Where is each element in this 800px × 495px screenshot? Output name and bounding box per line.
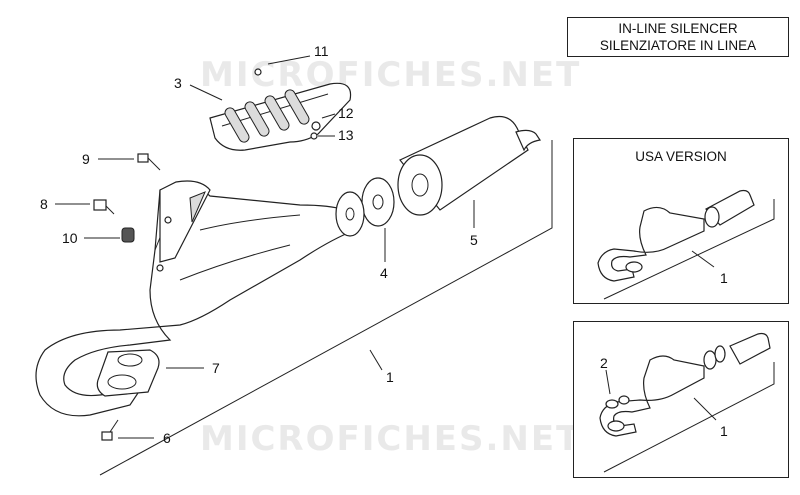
callout-9: 9 — [82, 151, 90, 167]
inset-usa-title: USA VERSION — [635, 149, 727, 164]
flange-gasket-7 — [96, 349, 160, 397]
inset-alt-callout-2: 2 — [600, 355, 608, 371]
inset-usa-svg: 1 — [597, 189, 775, 300]
watermark-top: MICROFICHES.NET — [200, 55, 581, 95]
leader-3 — [189, 84, 223, 101]
callout-12: 12 — [338, 105, 354, 121]
silencer-5 — [397, 115, 542, 216]
callout-6: 6 — [163, 430, 171, 446]
assembly-frame-line — [99, 140, 553, 476]
inset-usa-pipe — [597, 206, 705, 282]
callout-4: 4 — [380, 265, 388, 281]
exhaust-pipe — [35, 180, 356, 417]
inset-alt-silencer — [729, 332, 771, 365]
bolt-8 — [93, 199, 115, 215]
bolt-9 — [137, 153, 161, 171]
inset-usa-callout-1: 1 — [720, 270, 728, 286]
watermark-bottom: MICROFICHES.NET — [200, 419, 581, 459]
inset-alt-frame-line — [603, 362, 775, 473]
callout-8: 8 — [40, 196, 48, 212]
callout-3: 3 — [174, 75, 182, 91]
callout-1: 1 — [386, 369, 394, 385]
callout-11: 11 — [314, 43, 329, 59]
screw-11 — [254, 68, 262, 76]
inset-alt-pipe — [599, 355, 705, 437]
inset-alternate-version: 2 1 — [573, 321, 789, 478]
screw-12 — [311, 121, 321, 131]
washer-13 — [310, 132, 318, 140]
inset-usa-version: USA VERSION 1 — [573, 138, 789, 304]
inset-alt-svg: 2 1 — [599, 332, 775, 473]
callout-10: 10 — [62, 230, 78, 246]
bolt-6 — [101, 419, 119, 441]
leader-11 — [267, 55, 311, 65]
diagram-title-box: IN-LINE SILENCER SILENZIATORE IN LINEA — [567, 17, 789, 57]
inset-usa-frame-line — [603, 199, 775, 300]
leader-1 — [369, 349, 383, 371]
gasket-4 — [335, 177, 395, 237]
inset-alt-callout-1: 1 — [720, 423, 728, 439]
title-line-1: IN-LINE SILENCER — [618, 21, 738, 36]
callout-7: 7 — [212, 360, 220, 376]
spacer-10 — [121, 227, 135, 243]
callout-5: 5 — [470, 232, 478, 248]
title-line-2: SILENZIATORE IN LINEA — [599, 38, 757, 53]
callout-13: 13 — [338, 127, 354, 143]
leader-12 — [321, 113, 336, 119]
